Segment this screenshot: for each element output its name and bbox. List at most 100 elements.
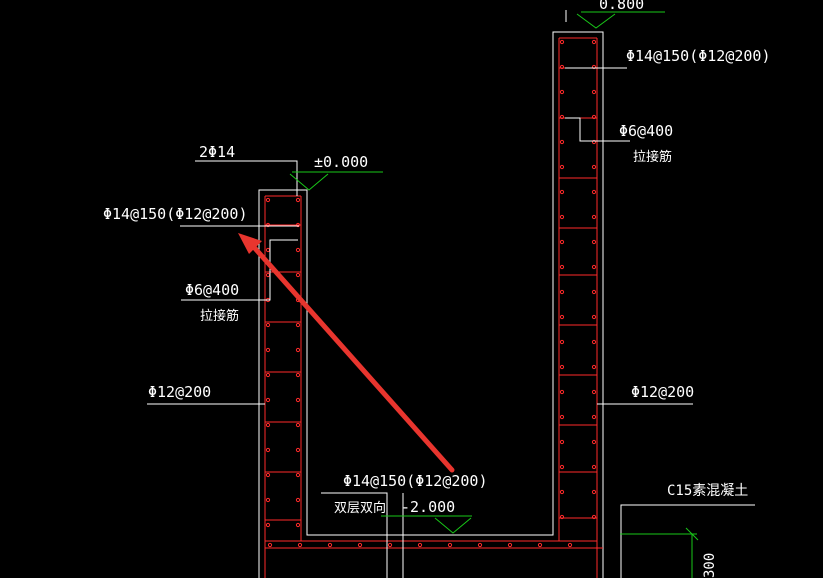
rebar-dot: [591, 439, 597, 445]
rebar-dot: [559, 164, 565, 170]
label-right-wall-outer-rebar: Φ12@200: [631, 383, 694, 401]
rebar-dot: [591, 314, 597, 320]
rebar-dot: [265, 497, 271, 503]
rebar-dot: [559, 339, 565, 345]
label-right-wall-tie: Φ6@400: [619, 122, 673, 140]
c15-block-outline: [620, 504, 755, 578]
label-slab-rebar: Φ14@150(Φ12@200): [343, 472, 488, 490]
rebar-dot: [591, 64, 597, 70]
elevation-triangle-icon: [381, 515, 472, 534]
rebar-dot: [591, 289, 597, 295]
concrete-outline: [258, 31, 755, 578]
rebar-dot: [591, 239, 597, 245]
rebar-dot: [295, 397, 301, 403]
rebar-dot: [507, 542, 513, 548]
rebar-dot: [559, 264, 565, 270]
rebar-dot: [265, 347, 271, 353]
dimension-mark: [620, 527, 699, 578]
rebar-dot: [265, 222, 271, 228]
rebar-dot: [591, 164, 597, 170]
rebar-dot: [591, 214, 597, 220]
rebar-dot: [447, 542, 453, 548]
rebar-dot: [327, 542, 333, 548]
rebar-dot: [591, 89, 597, 95]
rebar-dot: [591, 339, 597, 345]
rebar-dot: [267, 542, 273, 548]
rebar-dot: [559, 289, 565, 295]
rebar-dot: [295, 447, 301, 453]
rebar-dot: [591, 464, 597, 470]
rebar-dot: [559, 439, 565, 445]
label-slab-rebar-note: 双层双向: [334, 500, 386, 516]
rebar-dot: [559, 89, 565, 95]
rebar-dot: [265, 472, 271, 478]
rebar-dot: [295, 497, 301, 503]
rebar-dot: [295, 247, 301, 253]
rebar-dot: [559, 139, 565, 145]
text-labels: 0.800 Φ14@150(Φ12@200) Φ6@400 拉接筋 2Φ14 ±…: [103, 0, 771, 578]
rebar-dot: [295, 272, 301, 278]
rebar-dot: [265, 522, 271, 528]
rebar-dot: [295, 322, 301, 328]
rebar-dot: [295, 422, 301, 428]
rebar-dot: [295, 222, 301, 228]
rebar-dot: [567, 542, 573, 548]
rebar-dot: [295, 372, 301, 378]
rebar-dot: [591, 414, 597, 420]
rebar-dot: [591, 364, 597, 370]
rebar-dot: [591, 114, 597, 120]
rebar-dot: [387, 542, 393, 548]
rebar-dot: [295, 522, 301, 528]
rebar-dot: [297, 542, 303, 548]
rebar-dot: [559, 389, 565, 395]
leader-slab: [321, 492, 388, 578]
red-arrow-icon: [238, 233, 455, 473]
rebar-dot: [295, 472, 301, 478]
label-left-wall-main-rebar: Φ14@150(Φ12@200): [103, 205, 248, 223]
rebar-dot: [559, 414, 565, 420]
rebar-dot: [537, 542, 543, 548]
rebar-dot: [591, 489, 597, 495]
rebar-dot: [591, 514, 597, 520]
rebar-dot: [591, 39, 597, 45]
rebar-dot: [559, 464, 565, 470]
rebar-dot: [265, 247, 271, 253]
rebar-dot: [559, 64, 565, 70]
elevation-triangle-icon: [576, 11, 665, 29]
rebar-dot: [559, 239, 565, 245]
elevation-markers: [289, 11, 699, 578]
leader-left-tie: [181, 239, 298, 301]
rebar-dot: [477, 542, 483, 548]
rebar-dot: [591, 139, 597, 145]
rebar-dot: [295, 197, 301, 203]
rebar-dot: [357, 542, 363, 548]
rebar-dot: [417, 542, 423, 548]
rebar-dot: [591, 264, 597, 270]
leader-lines: [147, 10, 693, 578]
label-slab-elevation: -2.000: [401, 498, 455, 516]
rebar-dot: [265, 272, 271, 278]
left-wall-outline: [258, 31, 604, 578]
label-top-elevation: 0.800: [599, 0, 644, 13]
rebar-dots: [265, 39, 597, 548]
rebar-dot: [265, 422, 271, 428]
label-left-wall-tie-name: 拉接筋: [200, 308, 239, 324]
rebar-dot: [559, 514, 565, 520]
label-left-wall-outer-rebar: Φ12@200: [148, 383, 211, 401]
rebar-dot: [265, 197, 271, 203]
rebar-dot: [559, 314, 565, 320]
rebar-dot: [559, 114, 565, 120]
rebar-dot: [265, 322, 271, 328]
rebar-group: [264, 37, 603, 578]
leader-left-top-bars: [195, 160, 298, 196]
rebar-dot: [295, 347, 301, 353]
label-left-elevation: ±0.000: [314, 153, 368, 171]
rebar-dot: [265, 372, 271, 378]
label-right-wall-tie-name: 拉接筋: [633, 149, 672, 165]
rebar-dot: [265, 397, 271, 403]
rebar-dot: [559, 214, 565, 220]
elevation-triangle-icon: [289, 171, 383, 191]
rebar-dot: [559, 489, 565, 495]
label-concrete-note: C15素混凝土: [667, 483, 748, 499]
